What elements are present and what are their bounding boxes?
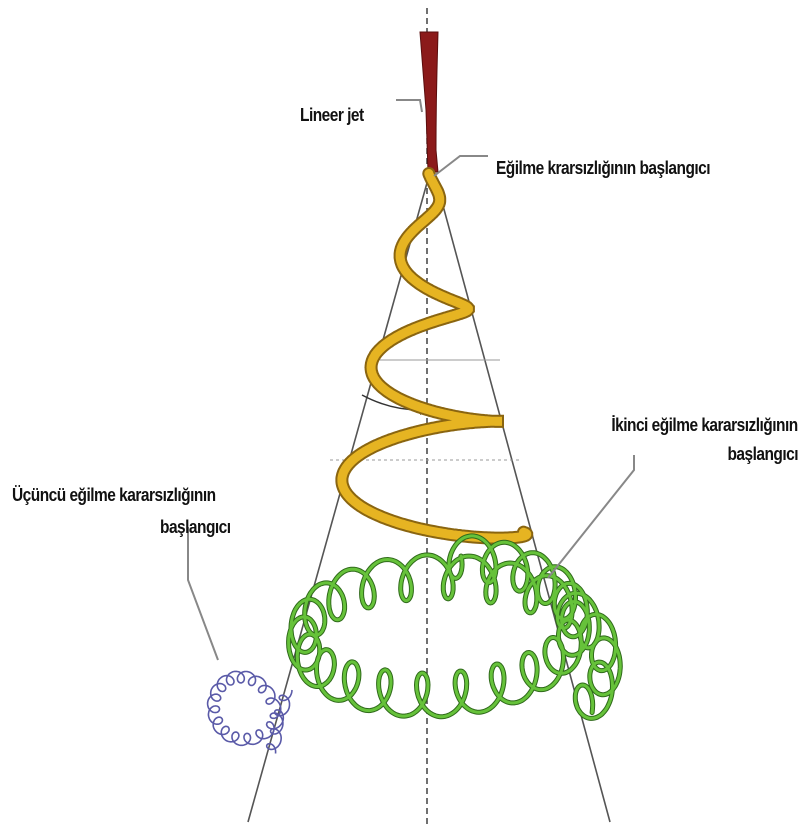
second-bending-coil	[289, 536, 621, 719]
leader-first-onset	[434, 156, 488, 176]
label-second-onset-line2: başlangıcı	[727, 443, 798, 465]
first-bending-helix	[342, 174, 527, 539]
third-bending-coil-body	[208, 671, 292, 753]
label-third-onset-line1: Üçüncü eğilme kararsızlığının	[12, 484, 216, 506]
leader-linear-jet	[396, 100, 422, 112]
cone-right-edge	[432, 165, 610, 822]
third-bending-coil	[208, 671, 292, 753]
first-bending-helix-body	[342, 174, 527, 539]
leader-third-onset	[188, 527, 218, 660]
linear-jet	[420, 32, 438, 172]
leader-second-onset	[548, 455, 634, 578]
label-first-onset: Eğilme krarsızlığının başlangıcı	[496, 157, 710, 179]
label-linear-jet: Lineer jet	[300, 104, 364, 126]
label-second-onset-line1: İkinci eğilme kararsızlığının	[612, 414, 798, 436]
label-third-onset-line2: başlangıcı	[160, 516, 231, 538]
